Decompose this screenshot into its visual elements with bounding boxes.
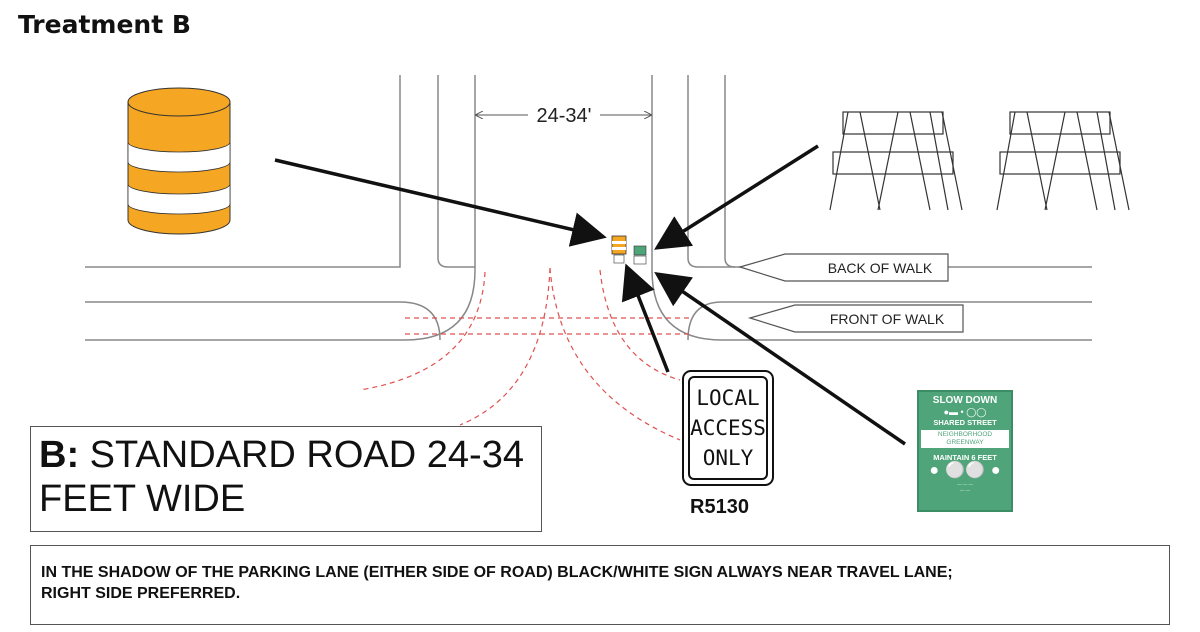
greenway-bottom: MAINTAIN 6 FEET bbox=[933, 453, 997, 462]
greenway-band: NEIGHBORHOOD GREENWAY bbox=[921, 430, 1009, 448]
caption-prefix: B: bbox=[39, 434, 80, 476]
caption-box: B: STANDARD ROAD 24-34 FEET WIDE bbox=[30, 426, 542, 532]
front-of-walk-callout: FRONT OF WALK bbox=[747, 304, 964, 333]
sign-line-1: LOCAL bbox=[696, 386, 760, 410]
greenway-band-line2: GREENWAY bbox=[946, 439, 984, 446]
greenway-fine-print: — — —— — bbox=[956, 482, 973, 493]
sight-line-curves bbox=[359, 267, 690, 441]
greenway-top: SLOW DOWN bbox=[932, 395, 998, 406]
pedestrian-icon: ● bbox=[929, 462, 940, 479]
greenway-sign: SLOW DOWN ●▬ • ◯◯ SHARED STREET NEIGHBOR… bbox=[917, 390, 1013, 512]
local-access-only-sign: LOCAL ACCESS ONLY bbox=[682, 370, 774, 486]
note-line-1: IN THE SHADOW OF THE PARKING LANE (EITHE… bbox=[41, 564, 953, 581]
small-barricade-icon bbox=[633, 245, 647, 265]
barricade-icon bbox=[996, 111, 1130, 211]
pointer-arrows bbox=[274, 144, 906, 446]
pedestrian-icon: ● bbox=[990, 462, 1001, 479]
front-of-walk-label: FRONT OF WALK bbox=[830, 311, 945, 327]
sign-line-3: ONLY bbox=[702, 446, 754, 470]
small-drum-barrel-icon bbox=[611, 235, 627, 264]
note-line-2: RIGHT SIDE PREFERRED. bbox=[41, 585, 241, 602]
drum-barrel-icon bbox=[127, 87, 231, 235]
page-heading: Treatment B bbox=[18, 10, 191, 39]
dimension-label: 24-34' bbox=[537, 105, 592, 127]
note-box: IN THE SHADOW OF THE PARKING LANE (EITHE… bbox=[30, 545, 1170, 625]
arrow-barricade bbox=[654, 144, 819, 250]
greenway-middle: SHARED STREET bbox=[933, 418, 997, 427]
pedestrian-bike-pedestrian-icon: ● ⚪⚪ ● bbox=[929, 462, 1000, 480]
bike-icon: ⚪⚪ bbox=[945, 462, 985, 479]
caption-line-2: FEET WIDE bbox=[39, 478, 246, 520]
width-dimension: 24-34' bbox=[476, 105, 651, 127]
arrow-regulatory-sign bbox=[621, 263, 670, 373]
back-of-walk-label: BACK OF WALK bbox=[828, 260, 933, 276]
arrow-barrel bbox=[274, 158, 607, 247]
sign-code: R5130 bbox=[690, 496, 749, 518]
back-of-walk-callout: BACK OF WALK bbox=[737, 253, 949, 282]
greenway-band-line1: NEIGHBORHOOD bbox=[937, 431, 993, 438]
road-outline bbox=[85, 75, 1092, 341]
sign-line-2: ACCESS bbox=[690, 416, 766, 440]
caption-line1-rest: STANDARD ROAD 24-34 bbox=[79, 434, 524, 476]
car-bike-pedestrian-icon: ●▬ • ◯◯ bbox=[943, 407, 987, 417]
caption-line-1: B: STANDARD ROAD 24-34 bbox=[39, 433, 533, 477]
barricade-icon bbox=[829, 111, 963, 211]
arrow-greenway-sign bbox=[654, 272, 906, 446]
